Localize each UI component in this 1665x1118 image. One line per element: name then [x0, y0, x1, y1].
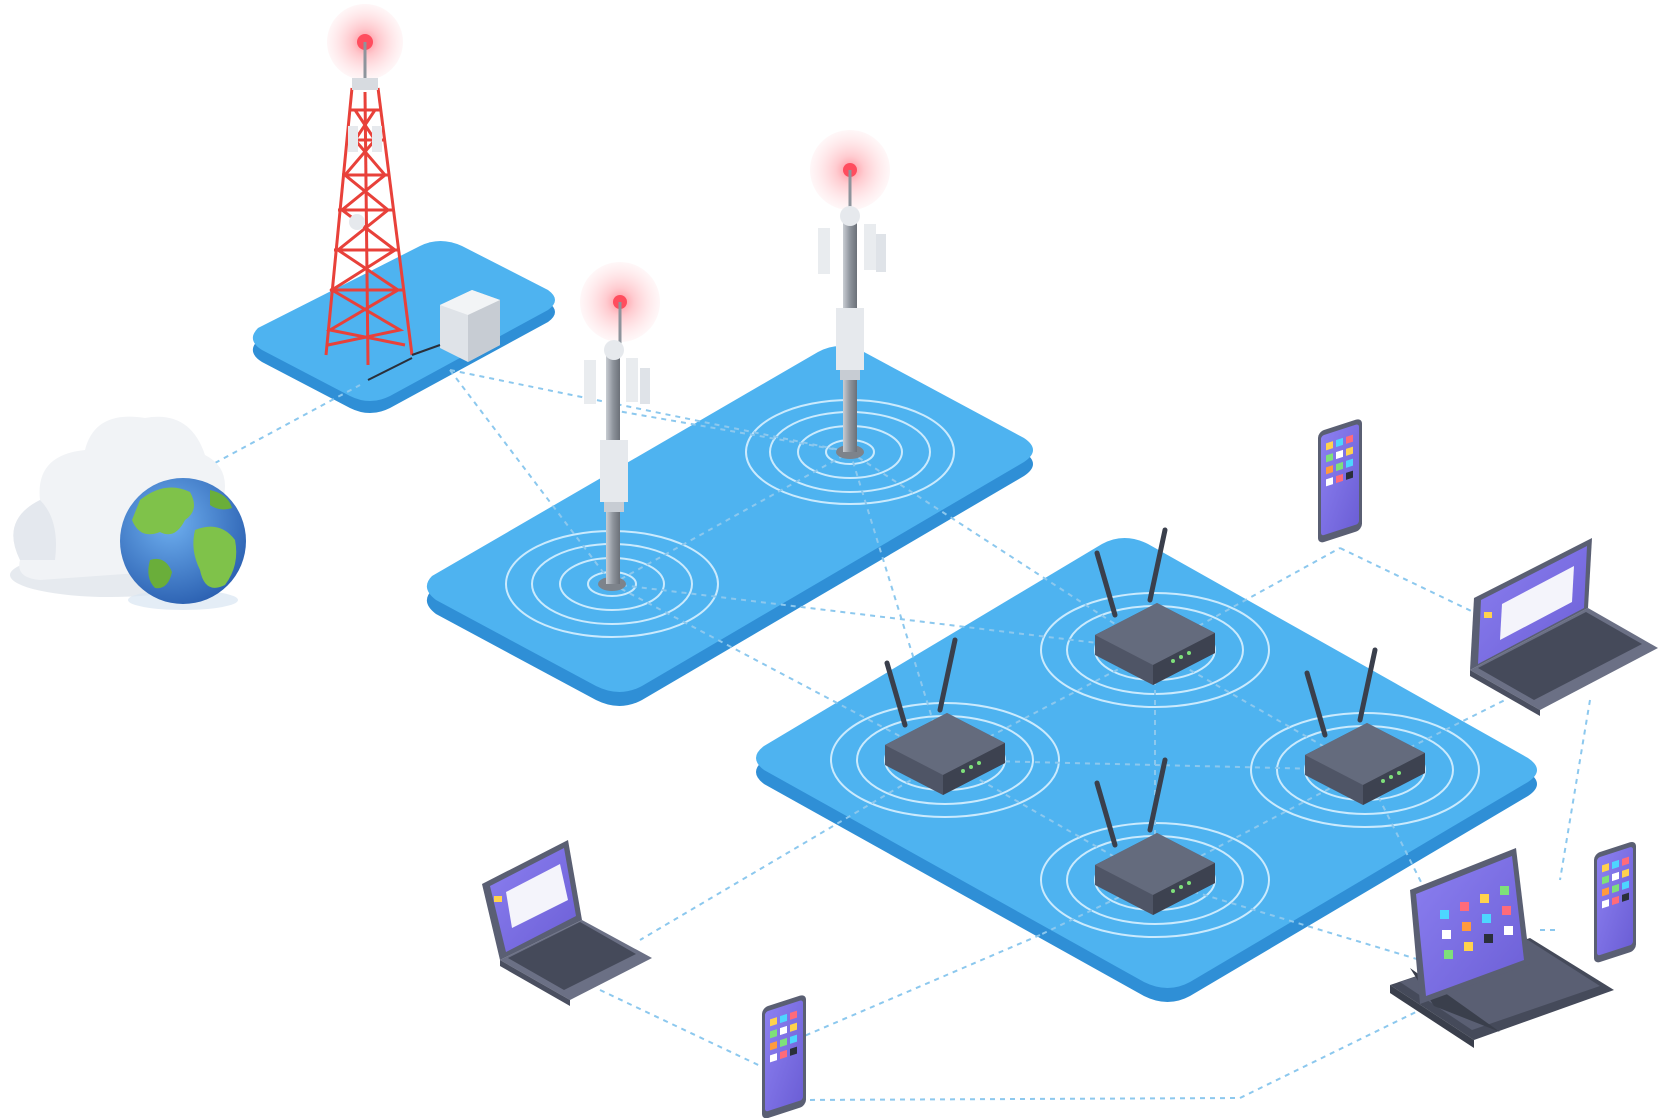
- platform-tower-base: [252, 241, 555, 413]
- cell-tower-icon: [810, 130, 890, 459]
- smartphone-icon: [1318, 419, 1362, 543]
- router-icon: [1304, 647, 1425, 805]
- laptop-icon: [1470, 538, 1658, 716]
- router-icon: [884, 637, 1005, 795]
- equipment-cabinet-icon: [367, 290, 500, 381]
- router-icon: [1094, 527, 1215, 685]
- smartphone-icon: [1594, 841, 1636, 963]
- network-links: [214, 369, 1591, 1101]
- globe-icon: [120, 478, 246, 610]
- smartphone-icon: [762, 995, 806, 1118]
- cell-tower-icon: [580, 262, 660, 591]
- router-icon: [1094, 757, 1215, 915]
- laptop-icon: [482, 840, 652, 1006]
- lattice-tower-icon: [324, 4, 414, 366]
- tablet-icon: [1390, 848, 1614, 1048]
